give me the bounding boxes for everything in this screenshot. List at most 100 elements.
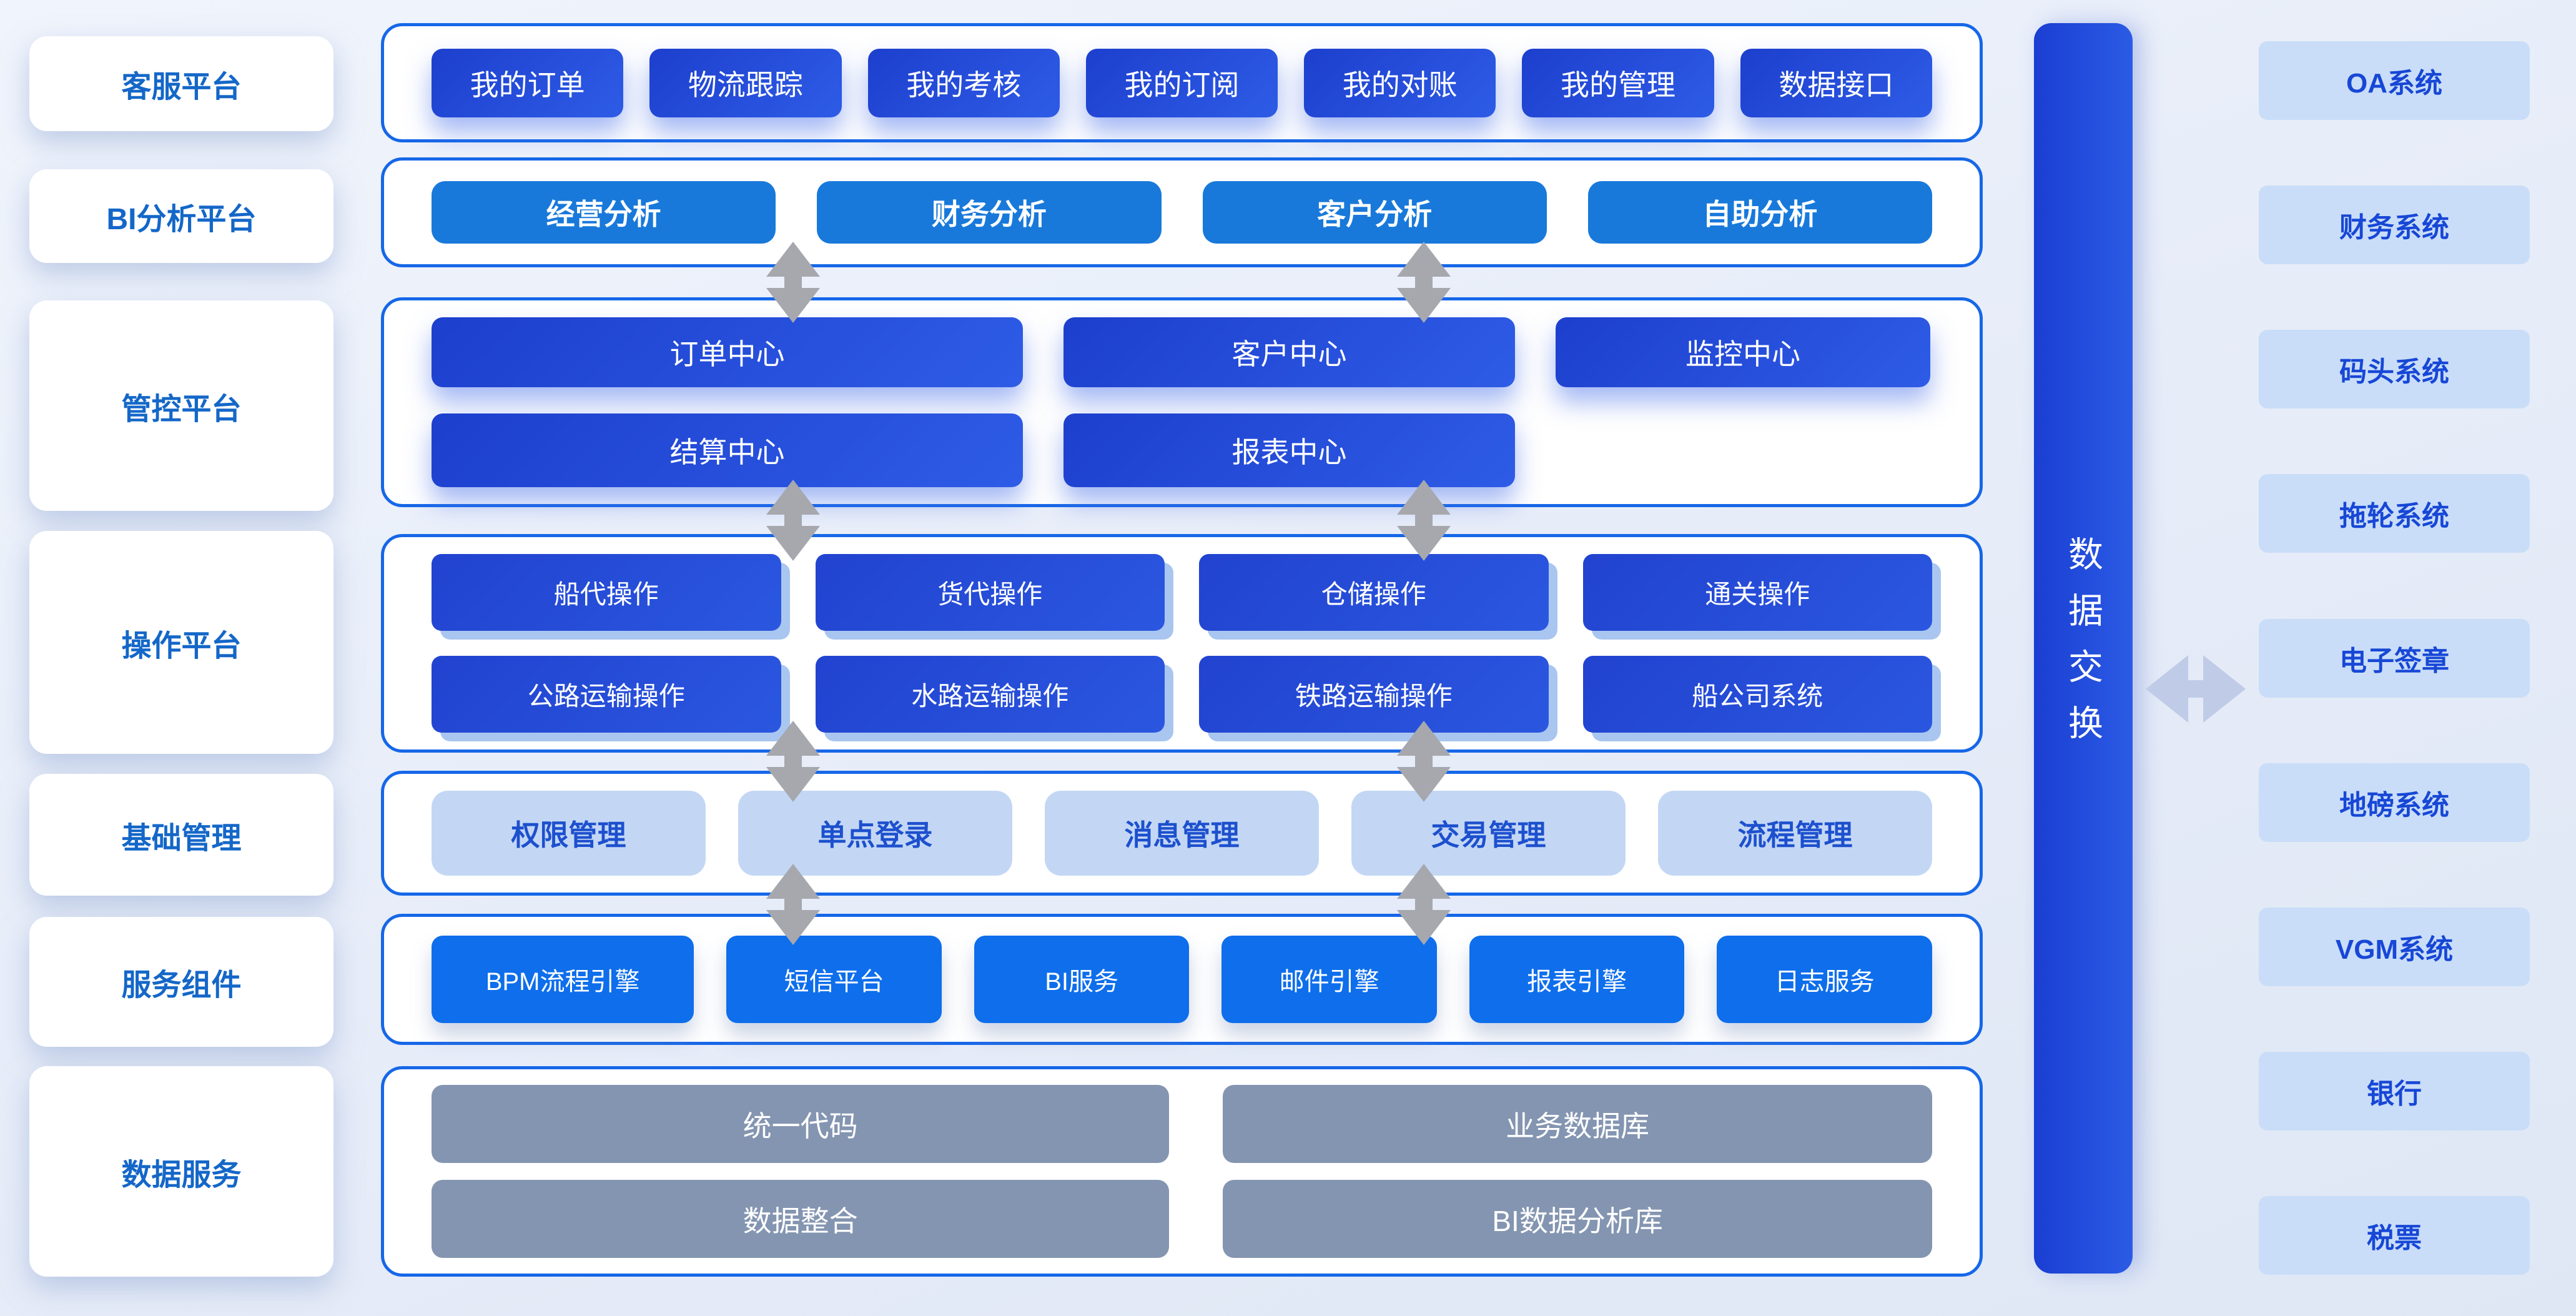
external-tugboat-system: 拖轮系统 bbox=[2259, 474, 2530, 553]
block-label: 单点登录 bbox=[817, 819, 933, 851]
external-label: 银行 bbox=[2367, 1078, 2422, 1109]
sidebar-label: 基础管理 bbox=[121, 821, 242, 855]
service-components-panel: BPM流程引擎 短信平台 BI服务 邮件引擎 报表引擎 日志服务 bbox=[381, 914, 1983, 1045]
block-customer-analysis: 客户分析 bbox=[1202, 181, 1547, 244]
block-rail-transport-ops: 铁路运输操作 bbox=[1199, 656, 1549, 733]
external-label: 地磅系统 bbox=[2339, 789, 2449, 821]
block-business-database: 业务数据库 bbox=[1223, 1085, 1932, 1163]
block-data-integration: 数据整合 bbox=[432, 1180, 1170, 1258]
double-arrow-vertical-icon bbox=[1396, 242, 1452, 323]
block-report-engine: 报表引擎 bbox=[1469, 936, 1685, 1023]
operation-platform-panel: 船代操作 货代操作 仓储操作 通关操作 公路运输操作 水路运输操作 铁路运输操作… bbox=[381, 534, 1983, 753]
block-label: 交易管理 bbox=[1431, 819, 1546, 851]
block-bi-analysis-database: BI数据分析库 bbox=[1223, 1180, 1932, 1258]
block-selfservice-analysis: 自助分析 bbox=[1587, 181, 1932, 244]
block-label: 我的订阅 bbox=[1124, 68, 1240, 101]
block-settlement-center: 结算中心 bbox=[432, 413, 1023, 487]
block-label: 客户分析 bbox=[1317, 198, 1433, 230]
block-data-interface: 数据接口 bbox=[1740, 48, 1932, 117]
block-label: 数据接口 bbox=[1779, 68, 1894, 101]
block-label: 日志服务 bbox=[1774, 968, 1875, 996]
sidebar-item-base-management: 基础管理 bbox=[29, 774, 333, 896]
block-water-transport-ops: 水路运输操作 bbox=[815, 656, 1165, 733]
block-label: 客户中心 bbox=[1231, 338, 1347, 370]
block-label: 船代操作 bbox=[553, 580, 659, 609]
block-permission-management: 权限管理 bbox=[432, 791, 706, 876]
double-arrow-vertical-icon bbox=[1396, 721, 1452, 802]
bi-platform-panel: 经营分析 财务分析 客户分析 自助分析 bbox=[381, 157, 1983, 267]
block-label: 船公司系统 bbox=[1692, 681, 1823, 711]
block-warehouse-ops: 仓储操作 bbox=[1199, 554, 1549, 631]
block-label: 业务数据库 bbox=[1506, 1109, 1650, 1142]
block-my-orders: 我的订单 bbox=[432, 48, 624, 117]
block-mail-engine: 邮件引擎 bbox=[1221, 936, 1437, 1023]
block-sms-platform: 短信平台 bbox=[726, 936, 942, 1023]
sidebar-item-control-platform: 管控平台 bbox=[29, 300, 333, 511]
block-label: 水路运输操作 bbox=[911, 681, 1069, 711]
external-esignature: 电子签章 bbox=[2259, 618, 2530, 698]
block-my-reconciliation: 我的对账 bbox=[1304, 48, 1496, 117]
sidebar-item-operation-platform: 操作平台 bbox=[29, 531, 333, 754]
external-label: 码头系统 bbox=[2339, 357, 2449, 388]
external-tax-invoice: 税票 bbox=[2259, 1196, 2530, 1275]
block-label: 经营分析 bbox=[546, 198, 661, 230]
block-bi-service: BI服务 bbox=[974, 936, 1190, 1023]
block-label: 我的对账 bbox=[1342, 68, 1458, 101]
block-freight-agency-ops: 货代操作 bbox=[815, 554, 1165, 631]
block-label: 监控中心 bbox=[1685, 338, 1800, 370]
external-bank: 银行 bbox=[2259, 1051, 2530, 1130]
sidebar-label: 管控平台 bbox=[121, 392, 242, 426]
block-label: 权限管理 bbox=[511, 819, 626, 851]
external-label: 税票 bbox=[2367, 1223, 2422, 1254]
sidebar-item-data-services: 数据服务 bbox=[29, 1066, 333, 1277]
block-road-transport-ops: 公路运输操作 bbox=[432, 656, 781, 733]
double-arrow-horizontal-icon bbox=[2146, 651, 2246, 726]
block-customs-ops: 通关操作 bbox=[1582, 554, 1932, 631]
double-arrow-vertical-icon bbox=[765, 242, 821, 323]
block-order-center: 订单中心 bbox=[432, 317, 1023, 387]
block-label: 仓储操作 bbox=[1321, 580, 1426, 609]
block-label: 通关操作 bbox=[1705, 580, 1810, 609]
block-label: 流程管理 bbox=[1737, 819, 1853, 851]
block-customer-center: 客户中心 bbox=[1063, 317, 1515, 387]
external-weighbridge-system: 地磅系统 bbox=[2259, 763, 2530, 842]
block-label: 我的管理 bbox=[1561, 68, 1676, 101]
block-label: 结算中心 bbox=[669, 436, 785, 468]
block-finance-analysis: 财务分析 bbox=[817, 181, 1162, 244]
external-label: 财务系统 bbox=[2339, 212, 2449, 244]
sidebar-label: 服务组件 bbox=[121, 969, 242, 1002]
double-arrow-vertical-icon bbox=[1396, 480, 1452, 561]
external-terminal-system: 码头系统 bbox=[2259, 330, 2530, 409]
block-label: 公路运输操作 bbox=[527, 681, 685, 711]
block-unified-code: 统一代码 bbox=[432, 1085, 1170, 1163]
double-arrow-vertical-icon bbox=[765, 480, 821, 561]
external-label: OA系统 bbox=[2346, 68, 2442, 99]
block-my-subscription: 我的订阅 bbox=[1085, 48, 1278, 117]
block-label: 物流跟踪 bbox=[688, 68, 803, 101]
external-label: 拖轮系统 bbox=[2339, 501, 2449, 532]
block-label: 数据整合 bbox=[743, 1204, 858, 1237]
data-services-panel: 统一代码 业务数据库 数据整合 BI数据分析库 bbox=[381, 1066, 1983, 1277]
block-ship-agency-ops: 船代操作 bbox=[432, 554, 781, 631]
block-monitor-center: 监控中心 bbox=[1556, 317, 1930, 387]
double-arrow-vertical-icon bbox=[765, 864, 821, 945]
sidebar-item-bi-platform: BI分析平台 bbox=[29, 169, 333, 263]
block-label: BI数据分析库 bbox=[1492, 1204, 1663, 1237]
external-finance-system: 财务系统 bbox=[2259, 186, 2530, 265]
sidebar-item-service-components: 服务组件 bbox=[29, 917, 333, 1047]
block-report-center: 报表中心 bbox=[1063, 413, 1515, 487]
block-label: 报表引擎 bbox=[1527, 968, 1627, 996]
block-label: 短信平台 bbox=[784, 968, 884, 996]
block-label: 我的考核 bbox=[906, 68, 1022, 101]
block-label: BPM流程引擎 bbox=[485, 968, 640, 996]
sidebar-label: 数据服务 bbox=[121, 1158, 242, 1192]
block-log-service: 日志服务 bbox=[1717, 936, 1932, 1023]
block-label: 邮件引擎 bbox=[1279, 968, 1379, 996]
data-exchange-label: 数据交换 bbox=[2063, 536, 2103, 761]
block-label: 货代操作 bbox=[937, 580, 1043, 609]
double-arrow-vertical-icon bbox=[765, 721, 821, 802]
block-label: 订单中心 bbox=[669, 338, 785, 370]
block-my-assessment: 我的考核 bbox=[867, 48, 1060, 117]
external-label: VGM系统 bbox=[2335, 934, 2454, 965]
